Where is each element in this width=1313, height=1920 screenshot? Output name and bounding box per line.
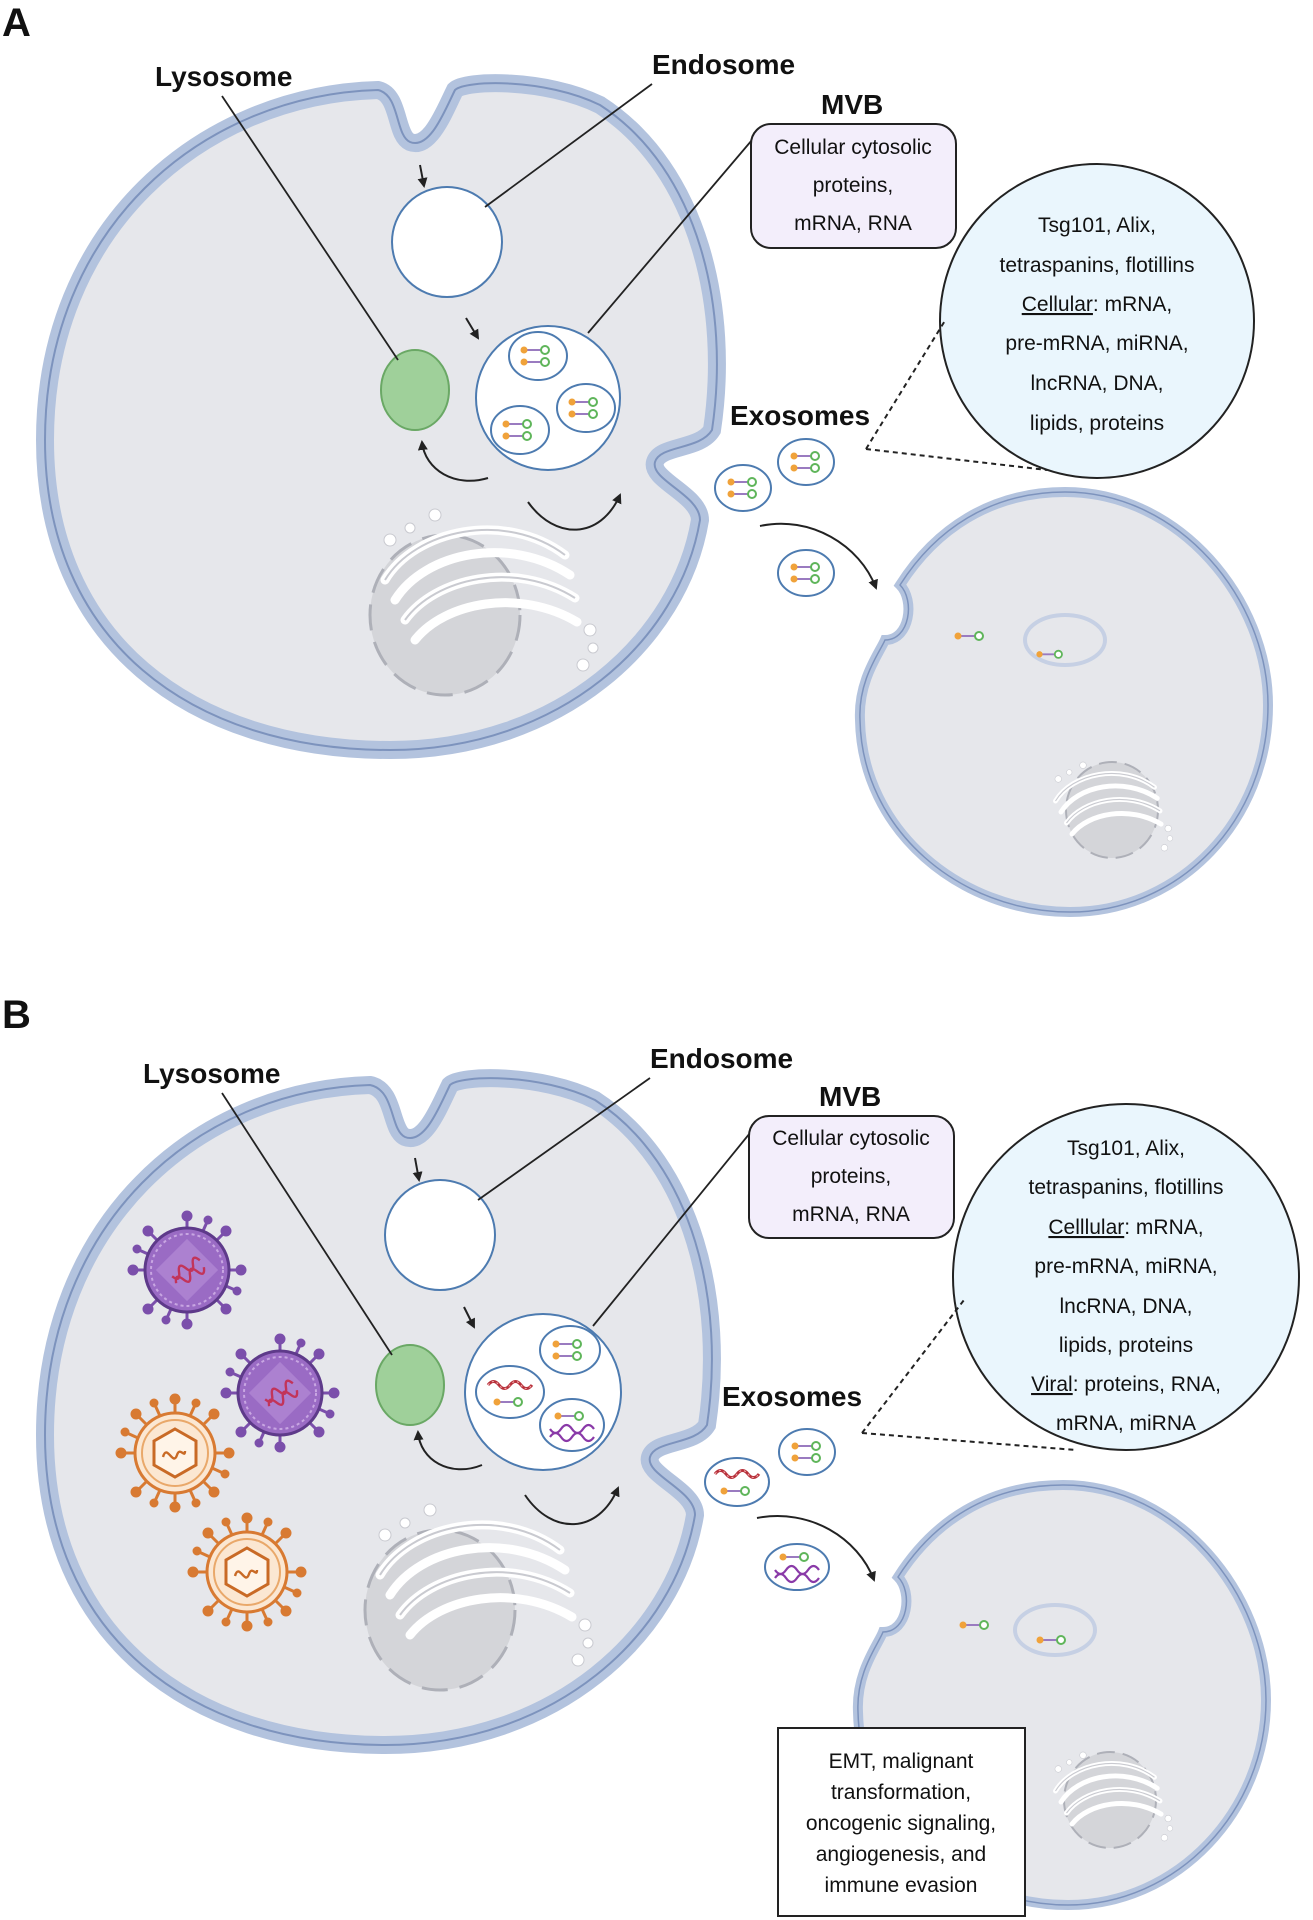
mvb-box-b-line-2: proteins, bbox=[811, 1165, 892, 1188]
outcome-line-1: EMT, malignant bbox=[829, 1750, 974, 1773]
virus-orange-1 bbox=[115, 1393, 235, 1513]
cargo-line-5: lncRNA, DNA, bbox=[1030, 372, 1163, 395]
cargo-dashed-lower-a bbox=[865, 448, 1048, 471]
cargo-line-6: lipids, proteins bbox=[1030, 412, 1164, 435]
arrow-endosome-to-mvb-a bbox=[465, 317, 480, 340]
mvb-leader-a bbox=[587, 139, 753, 334]
cargo-b-line-5: lncRNA, DNA, bbox=[1059, 1295, 1192, 1318]
exosomes-released-b bbox=[704, 1428, 876, 1591]
endosome-b bbox=[384, 1179, 496, 1291]
cargo-line-2: tetraspanins, flotillins bbox=[1000, 254, 1195, 277]
cargo-b-line-7: Viral: proteins, RNA, bbox=[1031, 1373, 1221, 1396]
cargo-b-line-2: tetraspanins, flotillins bbox=[1029, 1176, 1224, 1199]
panel-b: B bbox=[2, 993, 1300, 1917]
cargo-line-3-rest: : mRNA, bbox=[1093, 293, 1172, 316]
cargo-line-1: Tsg101, Alix, bbox=[1038, 214, 1156, 237]
cargo-b-line-3: Celllular: mRNA, bbox=[1048, 1216, 1203, 1239]
virus-purple-2 bbox=[220, 1333, 340, 1453]
outcome-line-4: angiogenesis, and bbox=[816, 1843, 986, 1866]
lysosome-label-b: Lysosome bbox=[143, 1058, 280, 1089]
cargo-b-viral-heading: Viral bbox=[1031, 1373, 1073, 1396]
cargo-b-line-8: mRNA, miRNA bbox=[1056, 1412, 1196, 1435]
cargo-b-line-4: pre-mRNA, miRNA, bbox=[1034, 1255, 1217, 1278]
panel-a-letter: A bbox=[2, 1, 31, 45]
endosome-a bbox=[391, 186, 503, 298]
virus-orange-2 bbox=[187, 1512, 307, 1632]
exosomes-label-b: Exosomes bbox=[722, 1381, 862, 1412]
mvb-content-box-a: Cellular cytosolic proteins, mRNA, RNA bbox=[750, 123, 957, 249]
exosome-cargo-callout-a: Tsg101, Alix, tetraspanins, flotillins C… bbox=[865, 163, 1255, 479]
outcome-line-3: oncogenic signaling, bbox=[806, 1812, 996, 1835]
panel-a: A bbox=[2, 1, 1274, 918]
endosome-leader-a bbox=[484, 83, 653, 208]
cargo-dashed-upper-a bbox=[865, 318, 947, 450]
cargo-b-cellular-heading: Celllular bbox=[1048, 1216, 1124, 1239]
cargo-line-3: Cellular: mRNA, bbox=[1022, 293, 1173, 316]
cargo-b-line-1: Tsg101, Alix, bbox=[1067, 1137, 1185, 1160]
cargo-b-line-6: lipids, proteins bbox=[1059, 1334, 1193, 1357]
mvb-box-line-2: proteins, bbox=[813, 174, 894, 197]
endosome-label-a: Endosome bbox=[652, 49, 795, 80]
mvb-label-b: MVB bbox=[819, 1081, 881, 1112]
mvb-box-line-1: Cellular cytosolic bbox=[774, 136, 932, 159]
arrow-exosome-uptake-a bbox=[759, 522, 878, 590]
exosomes-released-a bbox=[714, 438, 878, 597]
donor-cell-b bbox=[35, 1069, 721, 1755]
cargo-line-4: pre-mRNA, miRNA, bbox=[1005, 332, 1188, 355]
cargo-b-line-3-rest: : mRNA, bbox=[1124, 1216, 1203, 1239]
mvb-box-b-line-3: mRNA, RNA bbox=[792, 1203, 910, 1226]
exosomes-label-a: Exosomes bbox=[730, 400, 870, 431]
functional-outcome-box: EMT, malignant transformation, oncogenic… bbox=[777, 1727, 1026, 1917]
endosome-label-b: Endosome bbox=[650, 1043, 793, 1074]
panel-b-letter: B bbox=[2, 993, 31, 1037]
mvb-box-b-line-1: Cellular cytosolic bbox=[772, 1127, 930, 1150]
arrow-mvb-to-lysosome-a bbox=[417, 440, 489, 482]
arrow-mvb-to-membrane-a bbox=[527, 493, 622, 531]
cargo-cellular-heading: Cellular bbox=[1022, 293, 1093, 316]
cargo-b-line-7-rest: : proteins, RNA, bbox=[1073, 1373, 1221, 1396]
mvb-b bbox=[464, 1313, 622, 1471]
mvb-box-line-3: mRNA, RNA bbox=[794, 212, 912, 235]
lysosome-label-a: Lysosome bbox=[155, 61, 292, 92]
lysosome-a bbox=[380, 349, 450, 431]
mvb-content-box-b: Cellular cytosolic proteins, mRNA, RNA bbox=[748, 1115, 955, 1239]
donor-cell-outline-a bbox=[43, 82, 718, 752]
arrow-endocytosis-a bbox=[417, 164, 428, 188]
lysosome-b bbox=[375, 1344, 445, 1426]
virus-purple-1 bbox=[127, 1210, 247, 1330]
mvb-a bbox=[475, 325, 621, 471]
mvb-label-a: MVB bbox=[821, 89, 883, 120]
donor-cell-a bbox=[35, 74, 726, 760]
lysosome-leader-a bbox=[221, 95, 399, 361]
outcome-line-5: immune evasion bbox=[825, 1874, 978, 1897]
exosome-cargo-callout-b: Tsg101, Alix, tetraspanins, flotillins C… bbox=[861, 1103, 1300, 1451]
recipient-cell-a bbox=[854, 486, 1274, 918]
outcome-line-2: transformation, bbox=[831, 1781, 971, 1804]
